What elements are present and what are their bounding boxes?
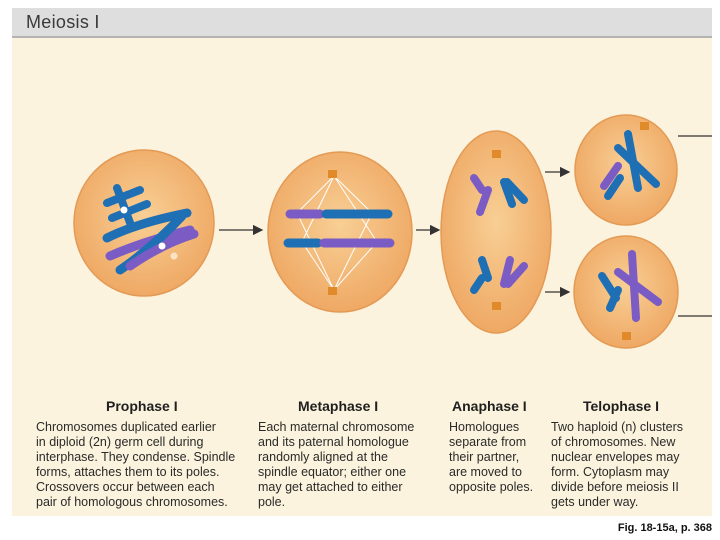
description-line: interphase. They condense. Spindle: [36, 450, 236, 464]
description-line: pair of homologous chromosomes.: [36, 495, 228, 509]
description-line: Chromosomes duplicated earlier: [36, 420, 216, 434]
description-metaphase: Each maternal chromosome and its paterna…: [258, 420, 414, 510]
meiosis-panel: Meiosis I: [12, 8, 712, 516]
phase-heading-telophase: Telophase I: [583, 398, 659, 414]
phase-heading-prophase: Prophase I: [106, 398, 178, 414]
description-line: forms, attaches them to its poles.: [36, 465, 220, 479]
description-line: pole.: [258, 495, 286, 509]
figure-caption: Fig. 18-15a, p. 368: [617, 522, 712, 534]
centrosome-icon: [640, 122, 649, 130]
description-line: nuclear envelopes may: [551, 450, 680, 464]
phase-heading-metaphase: Metaphase I: [298, 398, 379, 414]
description-line: Two haploid (n) clusters: [551, 420, 684, 434]
description-line: randomly aligned at the: [258, 450, 388, 464]
description-line: may get attached to either: [258, 480, 403, 494]
description-prophase: Chromosomes duplicated earlier in diploi…: [36, 420, 235, 510]
description-line: Each maternal chromosome: [258, 420, 415, 434]
description-telophase: Two haploid (n) clusters of chromosomes.…: [551, 420, 683, 510]
telophase-cell-bottom: [573, 235, 679, 349]
description-line: form. Cytoplasm may: [551, 465, 670, 479]
description-line: separate from: [449, 435, 527, 449]
centrosome-icon: [328, 287, 337, 295]
metaphase-cell: [267, 151, 413, 313]
description-anaphase: Homologues separate from their partner, …: [449, 420, 533, 495]
description-line: and its paternal homologue: [258, 435, 409, 449]
phase-heading-anaphase: Anaphase I: [452, 398, 527, 414]
prophase-chromosomes: [102, 184, 199, 275]
description-line: in diploid (2n) germ cell during: [36, 435, 204, 449]
description-line: Homologues: [449, 420, 520, 434]
description-line: are moved to: [449, 465, 522, 479]
description-line: opposite poles.: [449, 480, 534, 494]
metaphase-spindle: [296, 175, 378, 291]
description-line: of chromosomes. New: [551, 435, 676, 449]
centrosome-icon: [328, 170, 337, 178]
meiosis-illustration: [73, 114, 712, 349]
description-line: their partner,: [449, 450, 520, 464]
description-line: gets under way.: [551, 495, 639, 509]
page-title: Meiosis I: [26, 12, 100, 32]
description-line: spindle equator; either one: [258, 465, 407, 479]
metaphase-cytoplasm: [267, 151, 413, 313]
prophase-cell: [73, 149, 215, 297]
centrosome-icon: [622, 332, 631, 340]
description-line: Crossovers occur between each: [36, 480, 215, 494]
description-line: divide before meiosis II: [551, 480, 679, 494]
anaphase-cytoplasm: [440, 130, 552, 334]
anaphase-cell: [440, 130, 552, 334]
telophase-cell-top: [574, 114, 678, 226]
centrosome-icon: [492, 150, 501, 158]
anaphase-chromosomes: [470, 174, 528, 294]
centrosome-icon: [492, 302, 501, 310]
title-bar: Meiosis I: [12, 8, 712, 38]
metaphase-chromosomes: [283, 209, 395, 248]
